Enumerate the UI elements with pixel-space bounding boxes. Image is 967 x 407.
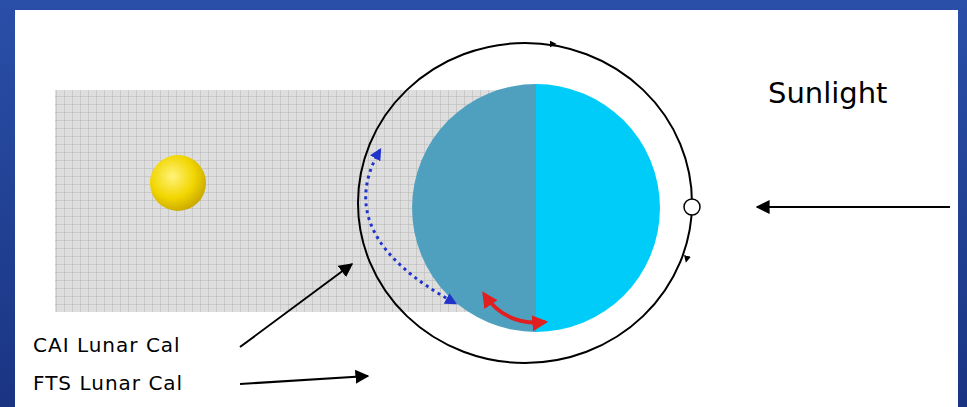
earth-night-side <box>412 84 536 332</box>
callout-label: CAI Lunar Cal <box>33 333 181 357</box>
leader-line <box>240 264 352 347</box>
leader-line <box>240 376 368 384</box>
fts-scan-arc <box>484 294 545 322</box>
sunlight-arrow <box>757 206 950 208</box>
label-box <box>28 326 230 407</box>
cai-scan-arc <box>366 150 455 303</box>
orbit <box>358 43 692 363</box>
satellite <box>684 199 700 215</box>
sunlight-label: Sunlight <box>768 76 887 111</box>
callout-label: FTS Lunar Cal <box>33 371 183 395</box>
earth-day-side <box>536 84 660 332</box>
moon <box>150 155 206 211</box>
